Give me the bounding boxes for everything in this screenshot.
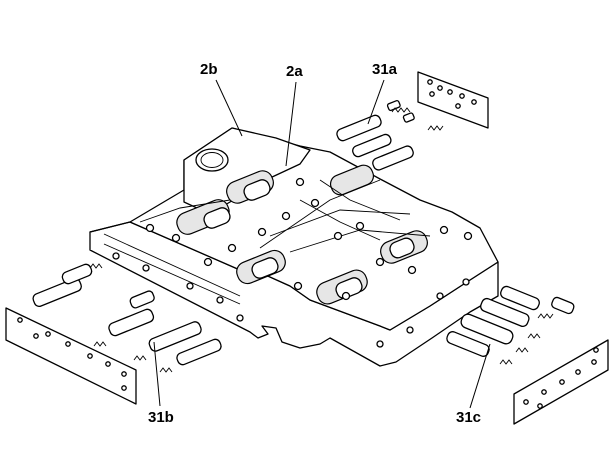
rib-lines — [103, 179, 431, 305]
deck-valves — [203, 179, 415, 299]
leader-31b — [153, 341, 161, 407]
valve-group-31c — [446, 285, 575, 365]
leader-31c — [469, 343, 491, 409]
end-plate-bottom-right — [513, 339, 609, 425]
leader-31a — [367, 79, 385, 125]
leader-2b — [215, 79, 243, 137]
bolt-holes — [112, 177, 473, 348]
leader-2a — [285, 81, 297, 167]
valve-group-31b — [32, 263, 222, 373]
callout-31b: 31b — [148, 409, 174, 426]
callout-31c: 31c — [456, 409, 482, 426]
callout-2b: 2b — [200, 61, 218, 78]
valve-body — [89, 127, 499, 367]
callout-31a: 31a — [372, 61, 398, 78]
end-plate-left — [5, 307, 137, 405]
end-plate-top-right — [417, 71, 489, 129]
callout-2a: 2a — [286, 63, 303, 80]
leader-lines — [153, 79, 491, 409]
valve-group-31a — [336, 99, 444, 171]
